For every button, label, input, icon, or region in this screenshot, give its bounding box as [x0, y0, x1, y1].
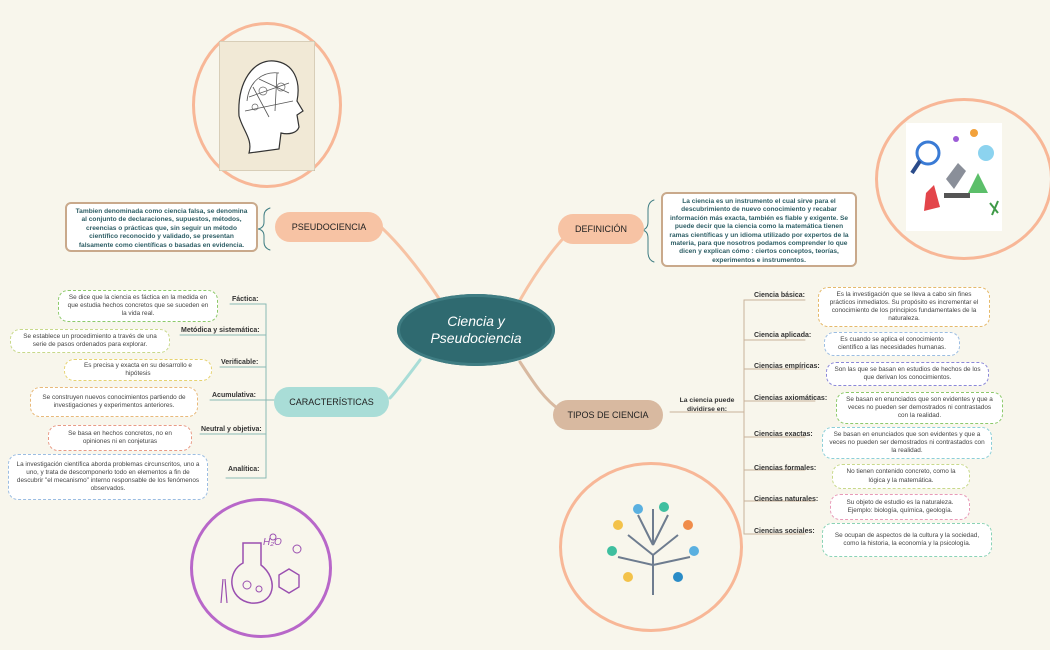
- caracteristica-tag: Analítica:: [228, 466, 260, 473]
- tipo-tag: Ciencias exactas:: [754, 431, 813, 438]
- tipo-tag: Ciencia aplicada:: [754, 332, 812, 339]
- topic-caracteristicas-label: CARACTERÍSTICAS: [289, 397, 374, 407]
- pseudo-bracket: [257, 207, 271, 251]
- caracteristica-leaf: Se construyen nuevos conocimientos parti…: [30, 387, 198, 417]
- tipos-branches: [669, 299, 816, 535]
- caracteristica-tag: Acumulativa:: [212, 392, 256, 399]
- tipo-tag: Ciencias formales:: [754, 465, 817, 472]
- topic-definicion[interactable]: DEFINICIÓN: [558, 214, 644, 244]
- central-topic[interactable]: Ciencia y Pseudociencia: [397, 294, 555, 366]
- connector-pseudo: [380, 226, 442, 302]
- tipo-tag: Ciencias axiomáticas:: [754, 395, 828, 402]
- tipo-leaf: Es la investigación que se lleva a cabo …: [818, 287, 990, 327]
- tech-tree-icon: [607, 502, 699, 595]
- caracteristica-tag: Fáctica:: [232, 296, 259, 303]
- tree-illustration: [559, 462, 743, 632]
- phrenology-illustration: [192, 22, 342, 188]
- central-title-line2: Pseudociencia: [430, 330, 522, 346]
- tipo-leaf: Es cuando se aplica el conocimiento cien…: [824, 332, 960, 356]
- tipo-leaf: Se basan en enunciados que son evidentes…: [836, 392, 1003, 424]
- tipo-leaf: Se basan en enunciados que son evidentes…: [822, 427, 992, 459]
- caracteristica-leaf: Se establece un procedimiento a través d…: [10, 329, 170, 353]
- caracteristica-leaf: La investigación científica aborda probl…: [8, 454, 208, 500]
- chemistry-flask-icon: [220, 533, 302, 604]
- tipo-leaf: No tienen contenido concreto, como la ló…: [832, 464, 970, 489]
- phrenology-head-icon: [219, 41, 315, 171]
- tipo-tag: Ciencias naturales:: [754, 496, 819, 503]
- tipo-tag: Ciencias empíricas:: [754, 363, 820, 370]
- science-illustration: [875, 98, 1050, 260]
- tipo-leaf: Son las que se basan en estudios de hech…: [826, 362, 989, 386]
- tipo-leaf: Se ocupan de aspectos de la cultura y la…: [822, 523, 992, 557]
- topic-caracteristicas[interactable]: CARACTERÍSTICAS: [274, 387, 389, 417]
- pseudo-description: Tambien denominada como ciencia falsa, s…: [65, 202, 258, 252]
- tipos-intro-text: La ciencia puede dividirse en:: [679, 397, 735, 413]
- connector-tipos: [518, 360, 562, 412]
- caracteristica-tag: Verificable:: [221, 359, 259, 366]
- pseudo-description-text: Tambien denominada como ciencia falsa, s…: [75, 208, 248, 249]
- chemistry-label: H₂O: [263, 537, 282, 548]
- tipo-tag: Ciencia básica:: [754, 292, 805, 299]
- definicion-description: La ciencia es un instrumento el cual sir…: [661, 192, 857, 267]
- science-collage-icon: [906, 123, 1002, 231]
- topic-tipos-label: TIPOS DE CIENCIA: [567, 410, 649, 420]
- chemistry-illustration: H₂O: [190, 498, 332, 638]
- caracteristica-leaf: Se dice que la ciencia es fáctica en la …: [58, 290, 218, 322]
- topic-tipos[interactable]: TIPOS DE CIENCIA: [553, 400, 663, 430]
- caracteristica-tag: Neutral y objetiva:: [201, 426, 262, 433]
- definicion-description-text: La ciencia es un instrumento el cual sir…: [669, 198, 849, 264]
- caracteristica-leaf: Se basa en hechos concretos, no en opini…: [48, 425, 192, 451]
- topic-pseudociencia-label: PSEUDOCIENCIA: [291, 222, 367, 232]
- tipos-intro: La ciencia puede dividirse en:: [673, 397, 741, 414]
- caracteristicas-branches: [179, 303, 275, 479]
- topic-definicion-label: DEFINICIÓN: [574, 224, 627, 234]
- tipo-tag: Ciencias sociales:: [754, 528, 815, 535]
- topic-pseudociencia[interactable]: PSEUDOCIENCIA: [275, 212, 383, 242]
- caracteristica-tag: Metódica y sistemática:: [181, 327, 260, 334]
- connector-caracteristicas: [388, 358, 422, 400]
- tipo-leaf: Su objeto de estudio es la naturaleza. E…: [830, 494, 970, 520]
- central-title-line1: Ciencia y: [447, 313, 505, 329]
- caracteristica-leaf: Es precisa y exacta en su desarrollo e h…: [64, 359, 212, 381]
